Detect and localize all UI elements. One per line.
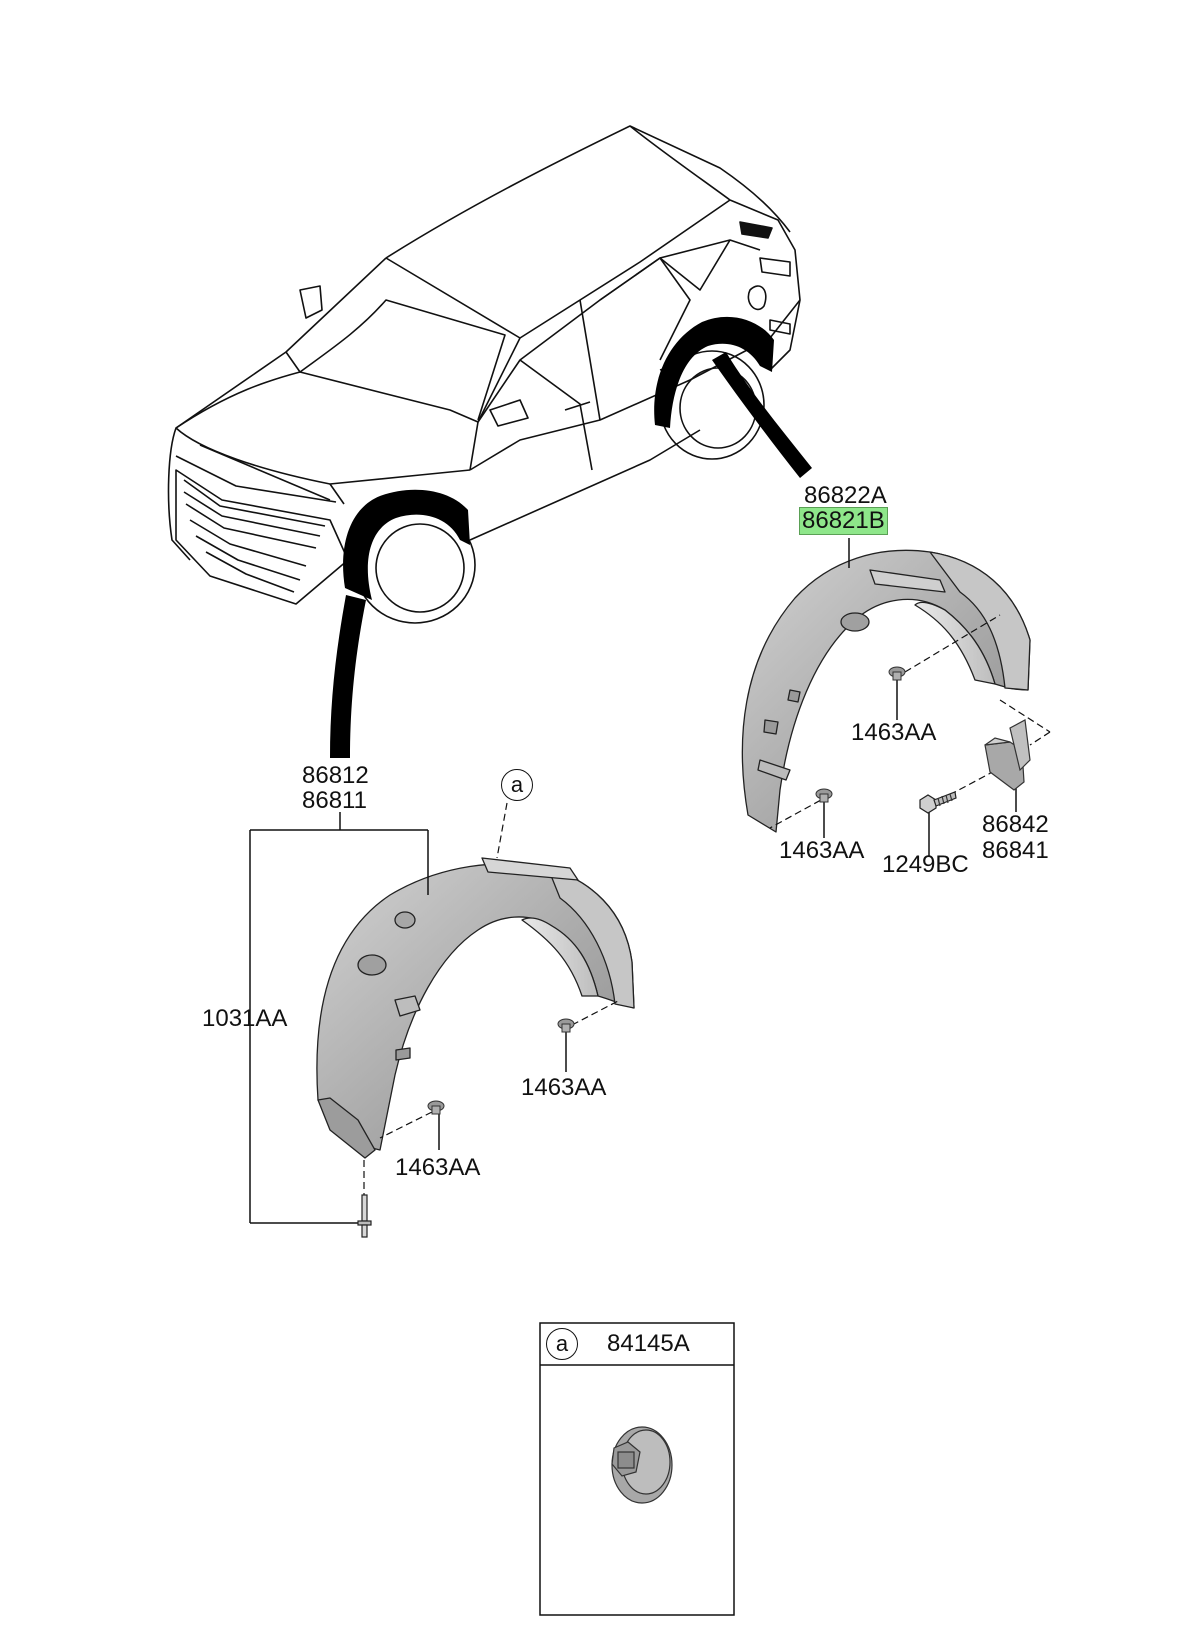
- mudguard-right-label: 86842: [982, 811, 1049, 838]
- front-callout-leader: [330, 595, 366, 758]
- rear-clip-lower-shape: [815, 788, 833, 803]
- front-liner-dashed-lines: [363, 802, 621, 1200]
- rear-clip-upper-shape: [888, 666, 906, 681]
- rear-liner-leaders: [823, 538, 1017, 856]
- rear-liner-highlight-on-car: [654, 316, 774, 428]
- front-liner-left-label: 86811: [302, 787, 367, 814]
- vehicle-outline: [167, 125, 801, 624]
- front-clip-lower-label: 1463AA: [395, 1154, 481, 1181]
- front-wheel-liner: [316, 857, 635, 1159]
- front-clip-lower-shape: [427, 1100, 445, 1115]
- front-clip-right-shape: [557, 1018, 575, 1033]
- rear-liner-part-a-label: 86822A: [804, 482, 887, 509]
- front-liner-leaders: [249, 812, 567, 1224]
- detail-box: [539, 1322, 735, 1616]
- detail-box-marker: a: [546, 1328, 578, 1360]
- rear-clip-upper-label: 1463AA: [851, 719, 937, 746]
- retainer-nut-shape: [611, 1426, 673, 1504]
- front-clip-right-label: 1463AA: [521, 1074, 607, 1101]
- screw-label: 1249BC: [882, 851, 969, 878]
- front-liner-right-label: 86812: [302, 762, 369, 789]
- rear-liner-part-b-label: 86821B: [799, 507, 888, 535]
- bolt-label: 1031AA: [202, 1005, 288, 1032]
- rear-callout-leader: [712, 352, 812, 478]
- bolt-shape: [357, 1194, 372, 1238]
- rear-clip-lower-label: 1463AA: [779, 837, 865, 864]
- rear-wheel-liner: [741, 549, 1031, 833]
- detail-marker-callout: a: [501, 769, 533, 801]
- front-liner-highlight-on-car: [343, 489, 470, 600]
- screw-shape: [919, 791, 957, 814]
- mudguard-shape: [984, 719, 1031, 791]
- detail-part-label: 84145A: [607, 1330, 690, 1357]
- mudguard-left-label: 86841: [982, 837, 1049, 864]
